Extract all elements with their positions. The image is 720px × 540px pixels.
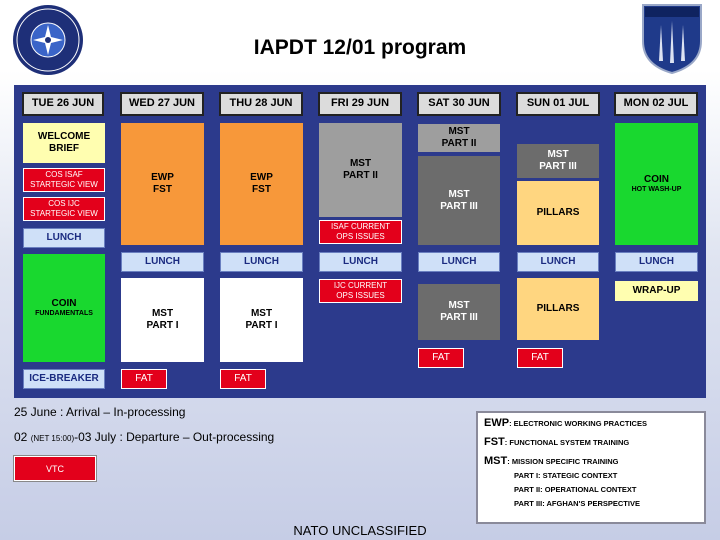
pillars-block-am: PILLARS [517, 181, 599, 245]
wrap-up-block: WRAP-UP [615, 281, 698, 301]
day-header-sun: SUN 01 JUL [516, 92, 600, 116]
mst-label: MST [547, 149, 569, 160]
isaf-current-ops-block: ISAF CURRENT OPS ISSUES [319, 220, 402, 244]
lunch-wed: LUNCH [121, 252, 204, 272]
fat-sat: FAT [418, 348, 464, 368]
classification-footer: NATO UNCLASSIFIED [293, 523, 427, 538]
ewp-fst-block-thu: EWP FST [220, 123, 303, 245]
part-label: PART II [441, 138, 477, 149]
day-header-wed: WED 27 JUN [120, 92, 204, 116]
legend-fst: FST: FUNCTIONAL SYSTEM TRAINING [484, 436, 698, 448]
coin-title: COIN [51, 297, 77, 309]
cos-ijc-block: COS IJC STARTEGIC VIEW [23, 197, 105, 221]
mst-part3-block-sat-pm: MST PART III [418, 284, 500, 340]
day-header-fri: FRI 29 JUN [318, 92, 402, 116]
departure-date-start: 02 [14, 430, 31, 444]
departure-note: 02 (NET 15:00)-03 July : Departure – Out… [14, 430, 274, 444]
mst-part2-block-fri: MST PART II [319, 123, 402, 217]
legend-ewp-desc: : ELECTRONIC WORKING PRACTICES [509, 419, 647, 428]
mst-label: MST [151, 308, 174, 319]
legend-part1: PART I: STATEGIC CONTEXT [514, 471, 618, 480]
page-title: IAPDT 12/01 program [253, 36, 467, 59]
part-label: PART I [146, 320, 179, 331]
day-header-tue: TUE 26 JUN [22, 92, 104, 116]
ijc-current-ops-block: IJC CURRENT OPS ISSUES [319, 279, 402, 303]
lunch-thu: LUNCH [220, 252, 303, 272]
mst-part2-block-sat: MST PART II [418, 124, 500, 152]
fat-sun: FAT [517, 348, 563, 368]
act-logo [13, 5, 83, 75]
legend-box: EWP: ELECTRONIC WORKING PRACTICES FST: F… [476, 411, 706, 524]
day-header-mon: MON 02 JUL [614, 92, 698, 116]
legend-mst-abbr: MST [484, 455, 508, 467]
lunch-fri: LUNCH [319, 252, 402, 272]
cos-isaf-label: COS ISAF STARTEGIC VIEW [30, 170, 98, 189]
mst-label: MST [349, 158, 372, 169]
schedule-grid: TUE 26 JUN WED 27 JUN THU 28 JUN FRI 29 … [14, 85, 706, 398]
mst-label: MST [448, 188, 470, 200]
fat-thu: FAT [220, 369, 266, 389]
legend-part3: PART III: AFGHAN'S PERSPECTIVE [514, 499, 640, 508]
part-label: PART III [539, 161, 577, 172]
lunch-sun: LUNCH [517, 252, 599, 272]
part-label: PART II [343, 170, 378, 181]
legend-mst-desc: : MISSION SPECIFIC TRAINING [507, 457, 619, 466]
cos-ijc-label: COS IJC STARTEGIC VIEW [30, 199, 98, 218]
part-label: PART III [440, 200, 478, 212]
legend-ewp: EWP: ELECTRONIC WORKING PRACTICES [484, 417, 698, 429]
arrival-note: 25 June : Arrival – In-processing [14, 405, 186, 419]
lunch-sat: LUNCH [418, 252, 500, 272]
lunch-tue: LUNCH [23, 228, 105, 248]
mst-label: MST [448, 126, 470, 137]
legend-fst-desc: : FUNCTIONAL SYSTEM TRAINING [504, 438, 630, 447]
departure-date-rest: -03 July : Departure – Out-processing [74, 430, 275, 444]
day-header-sat: SAT 30 JUN [417, 92, 501, 116]
icebreaker-block: ICE-BREAKER [23, 369, 105, 389]
vtc-box: VTC [14, 456, 96, 481]
departure-net-time: (NET 15:00) [30, 434, 75, 443]
lunch-mon: LUNCH [615, 252, 698, 272]
legend-ewp-abbr: EWP [484, 417, 510, 429]
legend-part2: PART II: OPERATIONAL CONTEXT [514, 485, 637, 494]
mst-part3-block-sun: MST PART III [517, 144, 599, 178]
mst-part1-block-wed: MST PART I [121, 278, 204, 362]
legend-fst-abbr: FST [484, 436, 505, 448]
cos-isaf-block: COS ISAF STARTEGIC VIEW [23, 168, 105, 192]
isaf-current-ops-label: ISAF CURRENT OPS ISSUES [330, 222, 391, 241]
hotwash-label: HOT WASH-UP [631, 185, 682, 193]
day-header-thu: THU 28 JUN [219, 92, 303, 116]
welcome-brief-label: WELCOME BRIEF [37, 131, 91, 154]
coin-fundamentals-block: COIN FUNDAMENTALS [23, 254, 105, 362]
jwc-logo [642, 4, 702, 75]
fat-wed: FAT [121, 369, 167, 389]
mst-part1-block-thu: MST PART I [220, 278, 303, 362]
mst-part3-block-sat-am: MST PART III [418, 156, 500, 245]
ewp-fst-block-wed: EWP FST [121, 123, 204, 245]
ijc-current-ops-label: IJC CURRENT OPS ISSUES [333, 281, 388, 300]
coin-title: COIN [644, 173, 669, 185]
coin-hotwash-block: COIN HOT WASH-UP [615, 123, 698, 245]
part-label: PART III [440, 312, 478, 323]
welcome-brief-block: WELCOME BRIEF [23, 123, 105, 163]
legend-mst: MST: MISSION SPECIFIC TRAINING [484, 455, 698, 467]
part-label: PART I [245, 320, 278, 331]
mst-label: MST [448, 300, 470, 311]
mst-label: MST [250, 308, 273, 319]
coin-subtitle: FUNDAMENTALS [35, 309, 93, 317]
pillars-block-pm: PILLARS [517, 278, 599, 340]
